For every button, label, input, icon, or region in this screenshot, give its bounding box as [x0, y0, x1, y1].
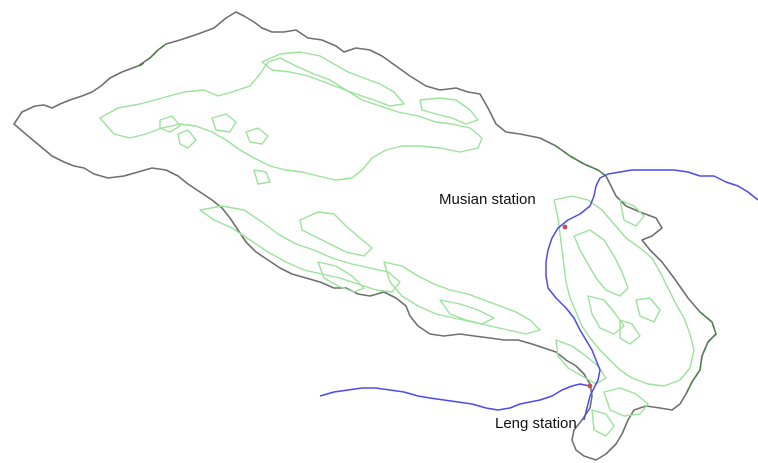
river-tributary: [319, 383, 591, 411]
leng-station-label: Leng station: [495, 415, 577, 432]
musian-station-marker: [562, 224, 568, 230]
rivers: [319, 169, 758, 421]
boundary-dashed-segment: [139, 43, 167, 67]
boundary-dashed-segment: [555, 145, 607, 177]
river-main: [545, 169, 758, 421]
contour-lines: [99, 51, 695, 437]
leng-station-marker: [587, 383, 593, 389]
boundary-dashed-segment: [685, 311, 717, 395]
watershed-boundary: [13, 11, 717, 461]
musian-station-label: Musian station: [439, 191, 536, 208]
